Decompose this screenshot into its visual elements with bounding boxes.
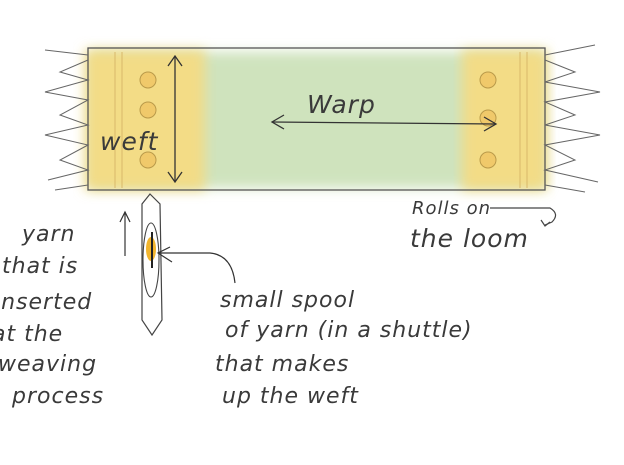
yarn-label-line6: process xyxy=(12,384,105,409)
spool-label-line4: up the weft xyxy=(222,384,359,409)
yarn-label-line5: weaving xyxy=(0,352,98,377)
decor-circles xyxy=(139,71,497,169)
fabric-yellow-right-end xyxy=(462,50,547,190)
yarn-label-line4: at the xyxy=(0,322,64,347)
yarn-label-line1: yarn xyxy=(22,222,76,247)
warp-label: Warp xyxy=(307,90,376,119)
circle-motif xyxy=(139,151,157,169)
up-arrow-icon xyxy=(119,210,131,256)
circle-motif xyxy=(139,101,157,119)
spool-pointer-arrow xyxy=(156,246,236,284)
shuttle-inner xyxy=(142,222,160,298)
yarn-label-line2: that is xyxy=(2,254,79,279)
weft-arrow xyxy=(167,54,183,184)
circle-motif xyxy=(479,151,497,169)
rolls-label-line1: Rolls on xyxy=(412,198,492,219)
yarn-label-line3: inserted xyxy=(0,290,93,315)
fringe-left xyxy=(44,49,90,191)
weft-label: weft xyxy=(100,127,159,156)
fringe-right xyxy=(543,44,601,193)
warp-arrow xyxy=(270,114,498,132)
shuttle xyxy=(141,193,163,337)
roll-arrow-icon xyxy=(490,207,557,227)
fabric-outline xyxy=(87,47,546,191)
spool-label-line1: small spool xyxy=(220,288,356,313)
spool-label-line2: of yarn (in a shuttle) xyxy=(225,318,473,343)
rolls-label-line2: the loom xyxy=(410,224,529,253)
fabric-yellow-left-end xyxy=(85,50,205,190)
shuttle-outline xyxy=(141,193,163,337)
spool-label-line3: that makes xyxy=(215,352,350,377)
circle-motif xyxy=(479,71,497,89)
circle-motif xyxy=(139,71,157,89)
fabric xyxy=(85,47,547,191)
